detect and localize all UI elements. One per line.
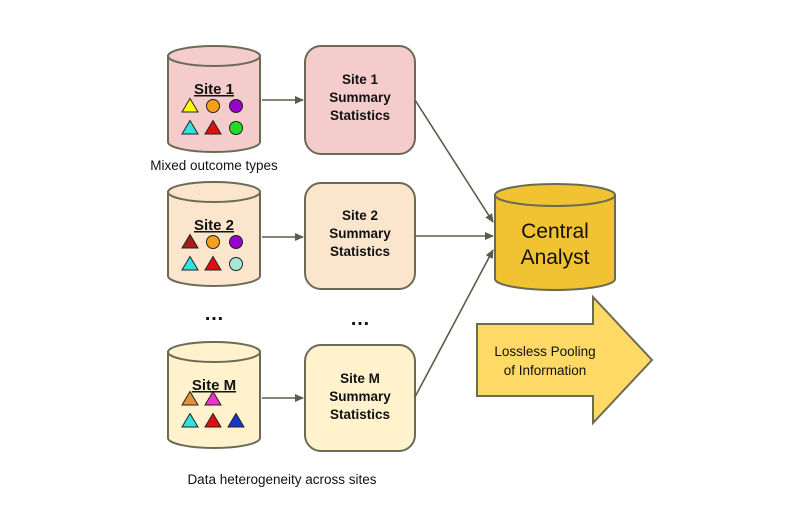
site-m-stats-line-1: Site M — [340, 371, 380, 386]
site-1-stats-line-2: Summary — [329, 90, 391, 105]
outcome-circle-symbol — [206, 235, 220, 249]
lossless-pooling-arrow: Lossless Pooling of Information — [476, 294, 654, 426]
site-2-stats-line-2: Summary — [329, 226, 391, 241]
central-cylinder-body — [494, 194, 616, 291]
pooling-line-1: Lossless Pooling — [494, 344, 595, 359]
site-1-stats-line-1: Site 1 — [342, 72, 379, 87]
site-1-label: Site 1 — [194, 81, 234, 98]
site-m-stats-line-3: Statistics — [330, 407, 390, 422]
site-2-symbols — [181, 233, 243, 271]
central-analyst-line-2: Analyst — [521, 246, 590, 269]
outcome-triangle-symbol — [227, 412, 245, 428]
site-1-summary-box: Site 1 Summary Statistics — [304, 45, 416, 155]
pooling-arrow-shape — [476, 294, 654, 426]
outcome-circle-symbol — [229, 121, 243, 135]
site-m-summary-box: Site M Summary Statistics — [304, 344, 416, 452]
outcome-triangle-symbol — [181, 412, 199, 428]
outcome-triangle-symbol — [181, 390, 199, 406]
site-2-stats-line-1: Site 2 — [342, 208, 378, 223]
site-1-symbols — [181, 97, 243, 135]
outcome-triangle-symbol — [204, 255, 222, 271]
site-m-database: Site M — [167, 341, 261, 449]
site-2-stats-line-3: Statistics — [330, 244, 390, 259]
sites-ellipsis: … — [204, 303, 224, 325]
outcome-triangle-symbol — [181, 119, 199, 135]
site-m-stats-rect — [304, 344, 416, 452]
site-1-database: Site 1 — [167, 45, 261, 153]
site-1-cylinder-top — [167, 45, 261, 67]
outcome-circle-symbol — [229, 257, 243, 271]
outcome-triangle-symbol — [204, 412, 222, 428]
central-cylinder-top — [494, 183, 616, 207]
outcome-triangle-symbol — [181, 255, 199, 271]
outcome-circle-symbol — [229, 235, 243, 249]
site-2-database: Site 2 — [167, 181, 261, 287]
outcome-triangle-symbol — [204, 119, 222, 135]
site-m-cylinder-top — [167, 341, 261, 363]
site-2-label: Site 2 — [194, 217, 234, 234]
outcome-circle-symbol — [206, 99, 220, 113]
site-m-stats-line-2: Summary — [329, 389, 391, 404]
site-m-label: Site M — [192, 377, 236, 394]
central-analyst-database: Central Analyst — [494, 183, 616, 291]
pooling-line-2: of Information — [504, 363, 587, 378]
stats-m-to-central-arrow — [414, 249, 494, 398]
outcome-triangle-symbol — [181, 97, 199, 113]
stats-ellipsis: … — [350, 308, 370, 330]
outcome-triangle-symbol — [204, 390, 222, 406]
mixed-outcome-caption: Mixed outcome types — [150, 158, 278, 173]
central-analyst-line-1: Central — [521, 220, 589, 243]
outcome-circle-symbol — [229, 99, 243, 113]
site-2-summary-box: Site 2 Summary Statistics — [304, 182, 416, 290]
heterogeneity-caption: Data heterogeneity across sites — [187, 472, 376, 487]
site-2-cylinder-top — [167, 181, 261, 203]
site-m-symbols — [181, 390, 245, 428]
outcome-triangle-symbol — [181, 233, 199, 249]
stats-1-to-central-arrow — [414, 99, 494, 223]
site-1-stats-line-3: Statistics — [330, 108, 390, 123]
